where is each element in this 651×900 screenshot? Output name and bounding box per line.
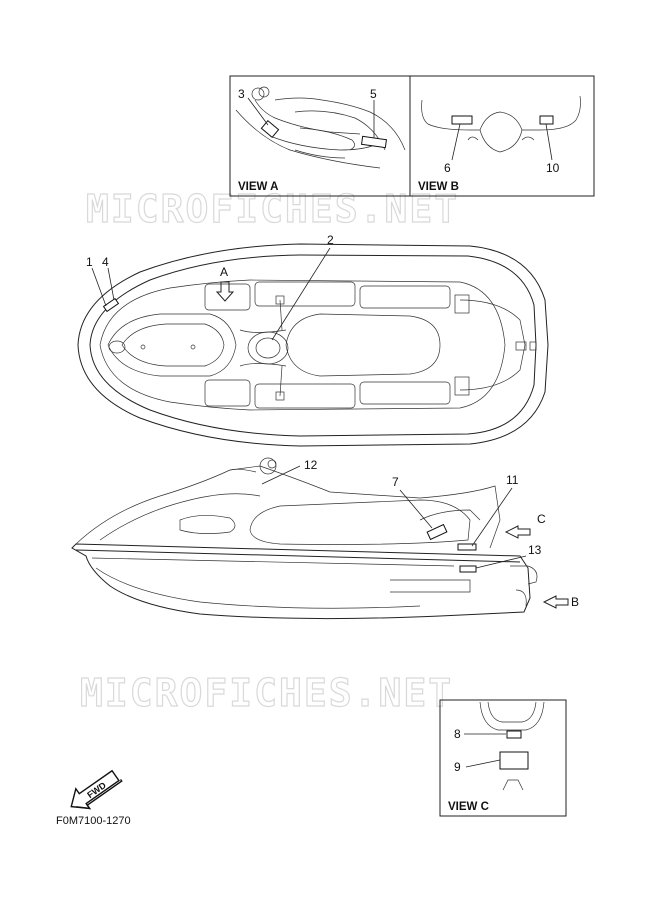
side-view-drawing: 12 7 11 13 C B [71,457,579,620]
watermark-bottom: MICROFICHES.NET [80,671,453,715]
view-a-drawing: 3 5 VIEW A [235,86,406,193]
view-c-panel: 8 9 VIEW C [439,699,567,817]
callout-8: 8 [454,727,461,741]
view-b-arrow [542,595,569,609]
callout-9: 9 [454,760,461,774]
view-c-arrow [504,525,531,539]
callout-12: 12 [304,458,318,472]
view-a-label: VIEW A [238,181,278,193]
arrow-a-label: A [220,265,228,279]
view-a-arrow [215,281,235,302]
callout-2: 2 [327,233,334,247]
view-c-label: VIEW C [448,801,489,813]
view-a-b-panel: 3 5 VIEW A 6 10 VIEW B [229,75,595,197]
callout-10: 10 [546,161,560,175]
top-view-drawing: 1 4 2 A [77,233,549,447]
arrow-c-label: C [537,512,546,526]
callout-5: 5 [370,87,377,101]
callout-6: 6 [444,161,451,175]
callout-7: 7 [392,475,399,489]
callout-3: 3 [238,87,245,101]
view-b-drawing: 6 10 VIEW B [418,95,581,193]
fwd-arrow: FWD [70,769,123,810]
callout-1: 1 [86,255,93,269]
callout-13: 13 [528,543,542,557]
view-b-label: VIEW B [418,181,459,193]
callout-11: 11 [506,473,519,487]
arrow-b-label: B [571,595,579,609]
figure-code: F0M7100-1270 [56,815,131,827]
callout-4: 4 [102,255,109,269]
watermark-top: MICROFICHES.NET [86,187,459,231]
